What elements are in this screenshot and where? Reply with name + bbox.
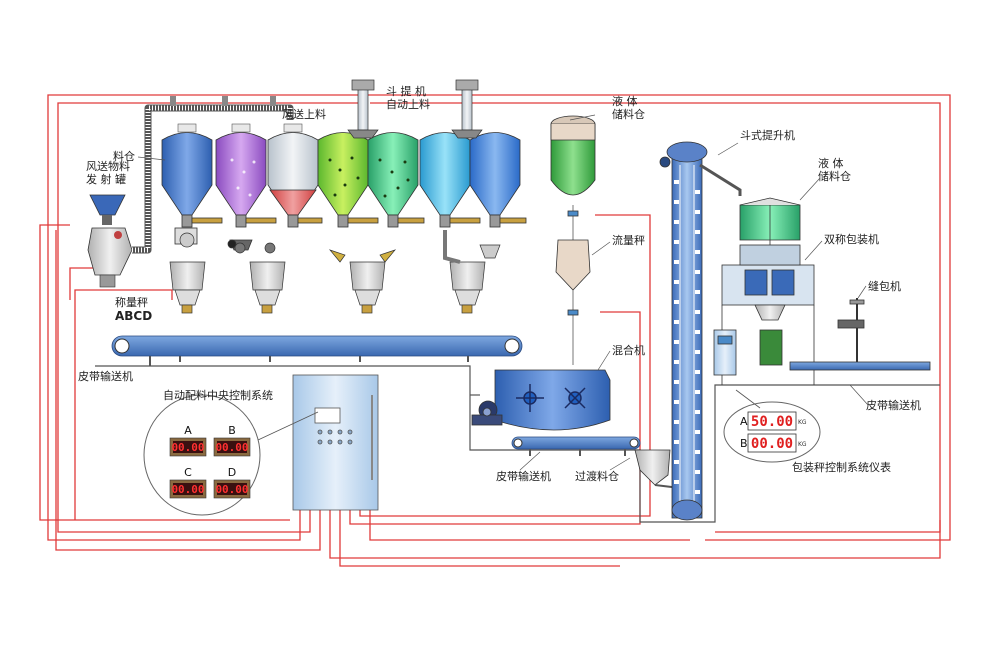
central-display-d: D 00.00 <box>213 466 251 499</box>
central-callout-line <box>257 411 319 441</box>
display-letter: A <box>740 415 748 428</box>
label-pneumatic-feed: 风送上料 <box>282 107 326 121</box>
signal-lines <box>39 94 951 567</box>
display-unit: KG <box>798 441 807 448</box>
mixer <box>471 369 611 431</box>
display-value: 00.00 <box>171 483 204 496</box>
belt-conveyor-bottom <box>511 436 641 456</box>
label-liquid-tank-right-2: 储料仓 <box>818 169 851 183</box>
double-scale-packer <box>721 197 815 385</box>
display-screen <box>217 441 247 453</box>
label-pneumatic-tank-1: 风送物料 <box>86 159 130 173</box>
display-value: 00.00 <box>215 483 248 496</box>
label-silo: 料仓 <box>113 149 135 163</box>
weigh-hoppers <box>169 230 501 314</box>
silo-2 <box>215 132 267 251</box>
label-bucket-elevator-auto-1: 斗 提 机 <box>386 84 426 98</box>
silo-3 <box>267 132 319 228</box>
label-abcd: ABCD <box>115 309 152 323</box>
label-leader-lines <box>137 114 869 471</box>
display-value: 00.00 <box>751 436 793 452</box>
label-bucket-elevator: 斗式提升机 <box>740 128 795 142</box>
display-letter: A <box>184 424 192 437</box>
pneumatic-pipe <box>132 96 294 254</box>
label-mixer: 混合机 <box>612 343 645 357</box>
display-letter: C <box>184 466 192 479</box>
flow-scale <box>555 239 591 365</box>
silo-4 <box>317 132 369 228</box>
label-pneumatic-tank-2: 发 射 罐 <box>86 172 126 186</box>
label-belt-conveyor-left: 皮带输送机 <box>78 369 133 383</box>
label-bucket-elevator-auto-2: 自动上料 <box>386 97 430 111</box>
display-screen <box>173 441 203 453</box>
display-letter: B <box>228 424 236 437</box>
silo-7 <box>469 132 521 228</box>
display-value: 50.00 <box>751 414 793 430</box>
label-liquid-tank-top-1: 液 体 <box>612 94 638 108</box>
central-display-c: C 00.00 <box>169 466 207 499</box>
silo-group <box>161 132 527 251</box>
ground-lines <box>95 365 940 523</box>
central-display-b: B 00.00 <box>213 424 251 457</box>
label-central-control: 自动配料中央控制系统 <box>163 388 273 402</box>
display-unit: KG <box>798 419 807 426</box>
packer-control-cabinet <box>713 329 737 376</box>
silo-6 <box>419 132 471 228</box>
label-packing-control: 包装秤控制系统仪表 <box>792 460 891 474</box>
display-frame <box>747 433 797 453</box>
display-frame <box>747 411 797 431</box>
display-screen <box>173 483 203 495</box>
display-letter: D <box>228 466 236 479</box>
belt-conveyor-top <box>111 335 523 366</box>
labels: 风送物料 发 射 罐 料仓 风送上料 斗 提 机 自动上料 液 体 储料仓 斗式… <box>78 84 921 483</box>
top-bucket-elevators <box>347 79 483 139</box>
silo-5 <box>367 132 419 228</box>
label-flow-scale: 流量秤 <box>612 233 645 247</box>
label-weigh-scale: 称量秤 <box>115 295 148 309</box>
central-display-a: A 00.00 <box>169 424 207 457</box>
label-sewing-machine: 缝包机 <box>868 279 901 293</box>
central-control-cabinet <box>292 374 379 511</box>
display-value: 00.00 <box>215 441 248 454</box>
pneumatic-tank <box>87 194 133 288</box>
bucket-elevator <box>659 141 742 521</box>
display-letter: B <box>740 437 748 450</box>
label-liquid-tank-top-2: 储料仓 <box>612 107 645 121</box>
label-belt-conveyor-bottom: 皮带输送机 <box>496 469 551 483</box>
label-transition-bin: 过渡料仓 <box>575 469 619 483</box>
label-belt-conveyor-right: 皮带输送机 <box>866 398 921 412</box>
sewing-machine <box>789 298 931 371</box>
silo-1 <box>161 132 213 245</box>
label-double-scale-packer: 双称包装机 <box>824 232 879 246</box>
display-value: 00.00 <box>171 441 204 454</box>
liquid-tank-top <box>550 115 596 240</box>
display-screen <box>217 483 247 495</box>
label-liquid-tank-right-1: 液 体 <box>818 156 844 170</box>
silo-top-filters <box>177 123 303 133</box>
